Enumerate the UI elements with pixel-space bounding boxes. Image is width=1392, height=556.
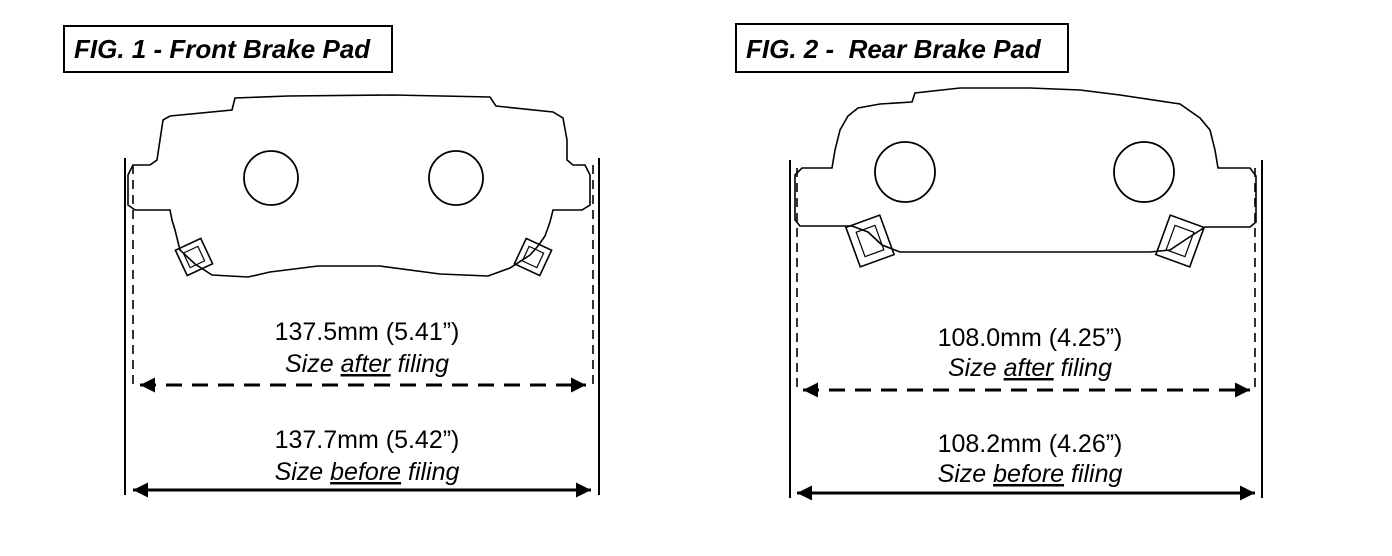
figure-1-front-pad: FIG. 1 - Front Brake Pad 137.5mm (5.41”)… xyxy=(63,25,600,498)
front-pad-hole-right xyxy=(428,150,484,206)
rear-before-caption: Size before filing xyxy=(938,460,1123,488)
figure-1-title-box xyxy=(63,25,393,73)
front-pad-hole-left xyxy=(243,150,299,206)
rear-after-caption: Size after filing xyxy=(948,354,1112,382)
front-pad-clip-left xyxy=(174,237,214,277)
rear-pad-clip-left xyxy=(844,214,896,268)
rear-before-value: 108.2mm (4.26”) xyxy=(938,430,1123,458)
front-after-value: 137.5mm (5.41”) xyxy=(275,318,460,346)
figure-2-rear-pad: FIG. 2 - Rear Brake Pad 108.0mm (4.25”) … xyxy=(735,23,1263,501)
figure-2-title: FIG. 2 - Rear Brake Pad xyxy=(746,34,1042,64)
front-pad-outline xyxy=(127,94,591,278)
rear-pad-hole-right xyxy=(1113,141,1175,203)
front-after-caption: Size after filing xyxy=(285,350,449,378)
rear-pad-clip-right xyxy=(1154,214,1206,268)
figure-1-title: FIG. 1 - Front Brake Pad xyxy=(74,34,371,64)
front-before-value: 137.7mm (5.42”) xyxy=(275,426,460,454)
figure-2-title-box xyxy=(735,23,1069,73)
front-pad-clip-right xyxy=(513,237,553,277)
rear-pad-hole-left xyxy=(874,141,936,203)
front-before-caption: Size before filing xyxy=(275,458,460,486)
rear-pad-outline xyxy=(794,87,1257,253)
rear-after-value: 108.0mm (4.25”) xyxy=(938,324,1123,352)
